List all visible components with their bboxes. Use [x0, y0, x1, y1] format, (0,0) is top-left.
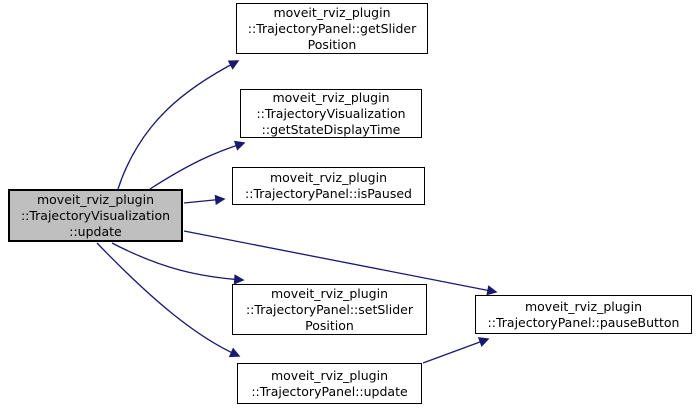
node-trajectory-panel-is-paused[interactable]: moveit_rviz_plugin ::TrajectoryPanel::is…: [232, 167, 425, 205]
node-trajectory-panel-get-slider-position[interactable]: moveit_rviz_plugin ::TrajectoryPanel::ge…: [236, 3, 428, 54]
edge-update-to-set-slider-position: [111, 242, 245, 285]
node-trajectory-panel-pause-button[interactable]: moveit_rviz_plugin ::TrajectoryPanel::pa…: [475, 295, 692, 334]
edge-update-to-get-slider-position: [117, 60, 240, 190]
node-trajectory-panel-set-slider-position[interactable]: moveit_rviz_plugin ::TrajectoryPanel::se…: [232, 284, 427, 335]
edge-update-to-get-state-display-time: [149, 140, 246, 190]
edge-panel-update-to-pause-button: [422, 337, 490, 364]
edge-update-to-panel-update: [96, 242, 241, 358]
edge-update-to-is-paused: [183, 194, 226, 206]
node-trajectory-visualization-get-state-display-time[interactable]: moveit_rviz_plugin ::TrajectoryVisualiza…: [240, 89, 422, 138]
node-trajectory-visualization-update: moveit_rviz_plugin ::TrajectoryVisualiza…: [8, 189, 183, 242]
edge-update-to-pause-button: [183, 230, 498, 296]
node-trajectory-panel-update[interactable]: moveit_rviz_plugin ::TrajectoryPanel::up…: [237, 363, 422, 404]
